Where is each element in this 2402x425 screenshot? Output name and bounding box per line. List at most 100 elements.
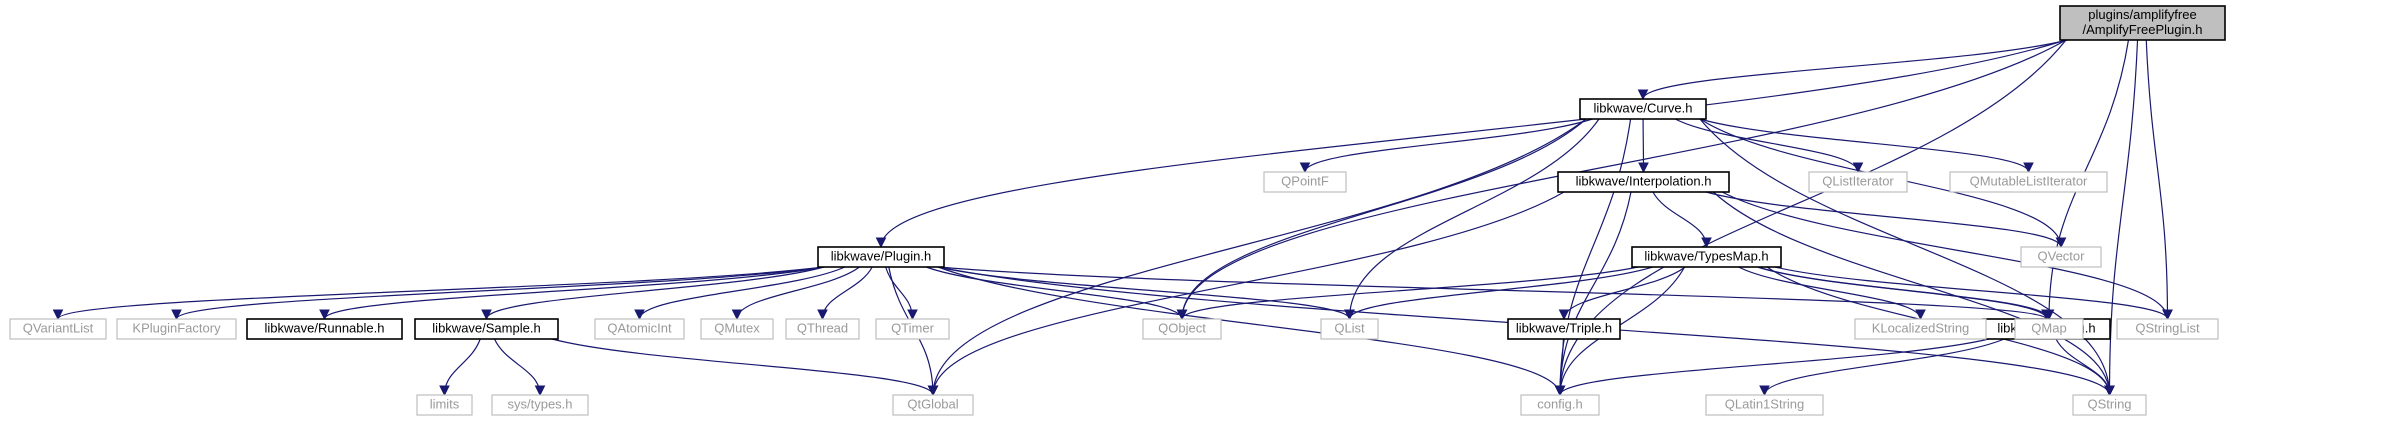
arrowhead-plugin-to-kpluginfactory	[171, 309, 182, 321]
node-qmutex: QMutex	[700, 318, 774, 340]
edge-string-to-qlatin1string	[1763, 338, 2005, 396]
arrowhead-string-to-config	[1554, 385, 1566, 397]
arrowhead-string-to-qstring	[2104, 385, 2115, 397]
node-label-curve: libkwave/Curve.h	[1594, 100, 1693, 115]
node-sample[interactable]: libkwave/Sample.h	[414, 318, 559, 340]
node-qstringlist: QStringList	[2116, 318, 2219, 340]
edge-plugin-to-qstring	[937, 266, 2111, 396]
arrowhead-typesmap-to-klocalizedstring	[1915, 309, 1926, 321]
edge-plugin-to-runnable	[323, 266, 825, 320]
node-root[interactable]: plugins/amplifyfree/AmplifyFreePlugin.h	[2059, 5, 2226, 41]
node-box-qthread	[785, 318, 860, 340]
graph-edges	[52, 39, 2173, 397]
node-runnable[interactable]: libkwave/Runnable.h	[246, 318, 403, 340]
node-label-qvariantlist: QVariantList	[23, 320, 94, 335]
node-label-config: config.h	[1537, 396, 1583, 411]
node-label-qmutablelistiterator: QMutableListIterator	[1970, 173, 2088, 188]
node-qthread: QThread	[785, 318, 860, 340]
node-label-qpointf: QPointF	[1281, 173, 1329, 188]
arrowhead-plugin-to-qvariantlist	[52, 309, 64, 321]
node-qtglobal: QtGlobal	[892, 394, 974, 416]
arrowhead-root-to-plugin	[875, 237, 887, 249]
node-label-qstring: QString	[2087, 396, 2131, 411]
node-qstring: QString	[2072, 394, 2147, 416]
edge-curve-to-config	[1559, 118, 1632, 396]
edge-curve-to-qpointf	[1304, 118, 1593, 173]
node-box-sample[interactable]	[414, 318, 559, 340]
node-box-triple[interactable]	[1507, 318, 1621, 340]
node-qlist: QList	[1320, 318, 1379, 340]
node-box-interp[interactable]	[1557, 171, 1730, 193]
edge-plugin-to-qobject	[925, 266, 1183, 320]
node-label-qtglobal: QtGlobal	[907, 396, 958, 411]
node-typesmap[interactable]: libkwave/TypesMap.h	[1631, 246, 1782, 268]
node-label-qtimer: QTimer	[891, 320, 935, 335]
node-kpluginfactory: KPluginFactory	[116, 318, 237, 340]
arrowhead-plugin-to-qatomicint	[634, 309, 645, 321]
arrowhead-interp-to-typesmap	[1701, 237, 1712, 249]
node-label-qmutex: QMutex	[714, 320, 760, 335]
node-qlistiterator: QListIterator	[1808, 171, 1908, 193]
node-box-config	[1520, 394, 1600, 416]
node-qmutablelistiterator: QMutableListIterator	[1949, 171, 2108, 193]
edge-typesmap-to-qlist	[1348, 266, 1654, 320]
edge-interp-to-qstring	[1712, 191, 2111, 396]
node-qvariantlist: QVariantList	[9, 318, 107, 340]
arrowhead-plugin-to-string	[2041, 309, 2052, 321]
node-plugin[interactable]: libkwave/Plugin.h	[817, 246, 945, 268]
edge-curve-to-qtglobal	[932, 118, 1587, 396]
node-box-runnable[interactable]	[246, 318, 403, 340]
edge-interp-to-typesmap	[1652, 191, 1708, 248]
node-label-qvector: QVector	[2038, 248, 2086, 263]
edge-plugin-to-sample	[485, 266, 825, 320]
node-label-plugin: libkwave/Plugin.h	[831, 248, 931, 263]
node-label-qobject: QObject	[1158, 320, 1206, 335]
node-box-qlistiterator	[1808, 171, 1908, 193]
node-label-triple: libkwave/Triple.h	[1516, 320, 1612, 335]
arrowhead-sample-to-systypes	[534, 385, 546, 397]
node-label-qstringlist: QStringList	[2135, 320, 2200, 335]
node-qpointf: QPointF	[1263, 171, 1347, 193]
arrowhead-plugin-to-qlist	[1344, 309, 1355, 321]
edge-string-to-config	[1559, 338, 1990, 396]
edge-plugin-to-qvariantlist	[57, 266, 825, 320]
node-label-klocalizedstring: KLocalizedString	[1872, 320, 1970, 335]
edge-typesmap-to-qstringlist	[1774, 266, 2169, 320]
node-qlatin1string: QLatin1String	[1705, 394, 1824, 416]
node-systypes: sys/types.h	[491, 394, 589, 416]
node-qobject: QObject	[1142, 318, 1222, 340]
node-interp[interactable]: libkwave/Interpolation.h	[1557, 171, 1730, 193]
node-qtimer: QTimer	[875, 318, 950, 340]
graph-nodes: plugins/amplifyfree/AmplifyFreePlugin.h l…	[9, 5, 2226, 416]
node-box-root[interactable]	[2059, 5, 2226, 41]
node-label-systypes: sys/types.h	[507, 396, 572, 411]
edge-typesmap-to-qobject	[1181, 266, 1639, 320]
arrowhead-root-to-curve	[1637, 89, 1649, 101]
arrowhead-plugin-to-qtimer	[907, 309, 918, 321]
node-box-qlist	[1320, 318, 1379, 340]
node-qmap: QMap	[2014, 318, 2084, 340]
node-label-qmap: QMap	[2031, 320, 2066, 335]
edge-root-to-qstringlist	[2145, 39, 2169, 320]
node-curve[interactable]: libkwave/Curve.h	[1579, 98, 1707, 120]
node-box-typesmap[interactable]	[1631, 246, 1782, 268]
edge-typesmap-to-qmap	[1757, 266, 2050, 320]
node-box-curve[interactable]	[1579, 98, 1707, 120]
node-box-qtimer	[875, 318, 950, 340]
node-box-qstring	[2072, 394, 2147, 416]
node-box-qmutablelistiterator	[1949, 171, 2108, 193]
node-box-limits	[416, 394, 473, 416]
edge-plugin-to-string	[937, 266, 2048, 320]
node-label-typesmap: libkwave/TypesMap.h	[1644, 248, 1768, 263]
node-box-qtglobal	[892, 394, 974, 416]
node-label-interp: libkwave/Interpolation.h	[1576, 173, 1712, 188]
edge-plugin-to-qlist	[937, 266, 1351, 320]
node-triple[interactable]: libkwave/Triple.h	[1507, 318, 1621, 340]
node-config: config.h	[1520, 394, 1600, 416]
edge-curve-to-qobject	[1181, 118, 1587, 320]
node-box-klocalizedstring	[1854, 318, 1987, 340]
edge-root-to-config	[1559, 39, 2067, 396]
node-box-plugin[interactable]	[817, 246, 945, 268]
node-label-qlist: QList	[1334, 320, 1365, 335]
